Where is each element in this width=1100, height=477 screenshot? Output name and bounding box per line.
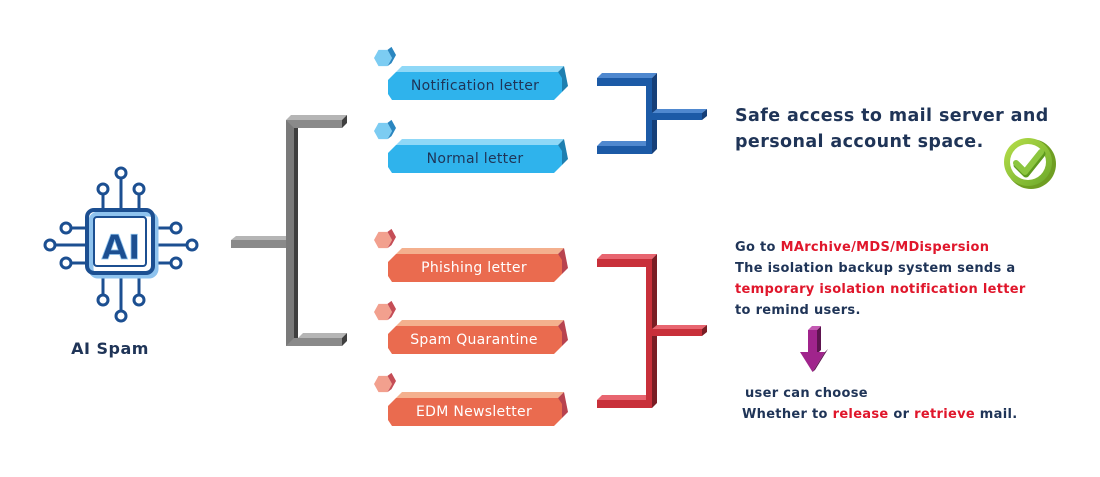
pill-side-bevel: [558, 392, 568, 418]
blue-bracket: [597, 73, 707, 154]
hexagon-gem: [374, 122, 392, 140]
red-bracket: [597, 254, 707, 408]
goto-prefix: Go to: [735, 240, 781, 255]
pill-face: [388, 326, 562, 354]
choose-prefix: Whether to: [742, 407, 833, 422]
pill-side-bevel: [558, 139, 568, 165]
pill-spam-quarantine: Spam Quarantine: [388, 326, 560, 354]
isolation-text: Go to MArchive/MDS/MDispersion The isola…: [735, 237, 1075, 321]
pill-top-bevel: [396, 248, 564, 254]
choose-release: release: [832, 407, 889, 422]
isolation-line-3: temporary isolation notification letter: [735, 282, 1026, 297]
pill-label: Normal letter: [426, 151, 524, 167]
pill-label: Spam Quarantine: [410, 332, 538, 348]
pill-face: [388, 72, 562, 100]
pill-side-bevel: [558, 320, 568, 346]
pill-phishing-letter: Phishing letter: [388, 254, 560, 282]
pill-top-bevel: [396, 66, 564, 72]
goto-target: MArchive/MDS/MDispersion: [780, 240, 990, 255]
isolation-line-2: The isolation backup system sends a: [735, 261, 1016, 276]
ai-spam-label: AI Spam: [71, 339, 149, 358]
choose-text: user can choose Whether to release or re…: [742, 383, 1085, 425]
hexagon-gem: [374, 303, 392, 321]
ai-chip-icon: [43, 166, 199, 323]
pill-side-bevel: [558, 66, 568, 92]
pill-face: [388, 254, 562, 282]
safe-access-text: Safe access to mail server and personal …: [735, 103, 1075, 155]
hexagon-gem: [374, 231, 392, 249]
pill-face: [388, 145, 562, 173]
hexagon-gem-side: [387, 46, 396, 67]
check-circle-icon: [1004, 138, 1056, 189]
pill-top-bevel: [396, 392, 564, 398]
ai-chip-text: AI: [102, 228, 141, 268]
pill-label: Phishing letter: [421, 260, 527, 276]
safe-line-2: personal account space.: [735, 132, 984, 152]
isolation-line-4: to remind users.: [735, 303, 861, 318]
hexagon-gem-side: [387, 372, 396, 393]
choose-or: or: [888, 407, 915, 422]
safe-line-1: Safe access to mail server and: [735, 106, 1049, 126]
pill-face: [388, 398, 562, 426]
gray-bracket: [231, 115, 347, 346]
pill-top-bevel: [396, 320, 564, 326]
choose-line-2: Whether to release or retrieve mail.: [742, 404, 1085, 425]
goto-line: Go to MArchive/MDS/MDispersion: [735, 237, 1075, 258]
hexagon-gem: [374, 375, 392, 393]
pill-top-bevel: [396, 139, 564, 145]
choose-retrieve: retrieve: [914, 407, 975, 422]
hexagon-gem-side: [387, 119, 396, 140]
hexagon-gem: [374, 49, 392, 67]
choose-line-1: user can choose: [745, 386, 868, 401]
pill-label: EDM Newsletter: [415, 404, 533, 420]
down-arrow-icon: [800, 326, 828, 372]
pill-label: Notification letter: [410, 78, 540, 94]
hexagon-gem-side: [387, 228, 396, 249]
pill-normal-letter: Normal letter: [390, 145, 560, 173]
hexagon-gem-side: [387, 300, 396, 321]
pill-side-bevel: [558, 248, 568, 274]
pill-notification-letter: Notification letter: [390, 72, 560, 100]
pill-edm-newsletter: EDM Newsletter: [388, 398, 560, 426]
choose-suffix: mail.: [974, 407, 1018, 422]
